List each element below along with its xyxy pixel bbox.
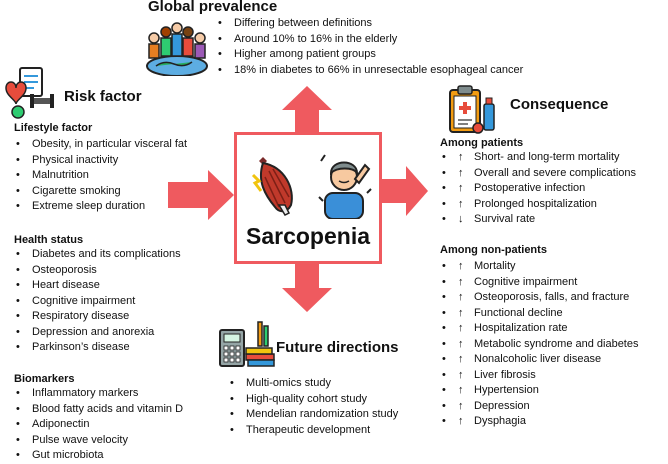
list-item: Osteoporosis [14,263,181,279]
arrow-up-from-center [282,86,332,132]
up-arrow-icon: ↑ [458,399,464,412]
up-arrow-icon: ↑ [458,275,464,288]
list-item: ↑Metabolic syndrome and diabetes [440,337,638,353]
up-arrow-icon: ↑ [458,322,464,334]
medical-clipboard-icon [449,85,495,134]
muscle-icon [251,157,293,216]
health-status-title: Health status [14,234,84,246]
future-directions-list: Multi-omics study High-quality cohort st… [228,376,398,438]
list-item: Depression and anorexia [14,325,181,341]
consequence-title: Consequence [510,96,609,113]
list-item: ↑Liver fibrosis [440,368,638,384]
list-item: Multi-omics study [228,376,398,392]
list-item: Diabetes and its complications [14,247,181,263]
up-arrow-icon: ↑ [458,368,464,381]
center-title: Sarcopenia [246,223,370,249]
up-arrow-icon: ↑ [458,415,464,427]
list-item: Malnutrition [14,168,187,184]
list-item: ↑Nonalcoholic liver disease [440,352,638,368]
list-item: Therapeutic development [228,423,398,439]
up-arrow-icon: ↑ [458,182,464,194]
list-item: ↑Short- and long-term mortality [440,150,636,166]
among-patients-title: Among patients [440,137,524,149]
list-item: Heart disease [14,278,181,294]
list-item: ↑Hospitalization rate [440,321,638,337]
list-item: Physical inactivity [14,153,187,169]
list-item: ↑Cognitive impairment [440,275,638,291]
list-item: ↑Depression [440,399,638,415]
global-prevalence-title: Global prevalence [148,0,278,15]
among-nonpatients-list: ↑Mortality ↑Cognitive impairment ↑Osteop… [440,259,638,430]
globe-people-icon [146,22,208,76]
list-item: Extreme sleep duration [14,199,187,215]
biomarkers-title: Biomarkers [14,373,75,385]
list-item: Around 10% to 16% in the elderly [216,32,523,48]
list-item: Adiponectin [14,417,183,433]
future-directions-title: Future directions [276,339,399,356]
up-arrow-icon: ↑ [458,337,464,350]
list-item: Mendelian randomization study [228,407,398,423]
list-item: High-quality cohort study [228,392,398,408]
list-item: Higher among patient groups [216,47,523,63]
among-nonpatients-title: Among non-patients [440,244,547,256]
list-item: Blood fatty acids and vitamin D [14,402,183,418]
list-item: 18% in diabetes to 66% in unresectable e… [216,63,523,79]
among-patients-list: ↑Short- and long-term mortality ↑Overall… [440,150,636,228]
health-risk-icon [5,67,54,119]
arrow-right-from-center [382,166,428,216]
list-item: Obesity, in particular visceral fat [14,137,187,153]
global-prevalence-list: Differing between definitions Around 10%… [216,16,523,78]
up-arrow-icon: ↑ [458,260,464,272]
list-item: ↑Osteoporosis, falls, and fracture [440,290,638,306]
list-item: ↑Hypertension [440,383,638,399]
health-status-list: Diabetes and its complications Osteoporo… [14,247,181,356]
list-item: Cigarette smoking [14,184,187,200]
list-item: Parkinson’s disease [14,340,181,356]
list-item: Inflammatory markers [14,386,183,402]
list-item: Gut microbiota [14,448,183,464]
biomarkers-list: Inflammatory markers Blood fatty acids a… [14,386,183,464]
arrow-down-from-center [282,264,332,312]
list-item: ↑Mortality [440,259,638,275]
up-arrow-icon: ↑ [458,306,464,319]
list-item: ↑Dysphagia [440,414,638,430]
up-arrow-icon: ↑ [458,151,464,163]
person-pain-icon [318,154,372,219]
list-item: Cognitive impairment [14,294,181,310]
up-arrow-icon: ↑ [458,197,464,210]
risk-factor-title: Risk factor [64,88,142,105]
list-item: ↑Postoperative infection [440,181,636,197]
center-box: Sarcopenia [234,132,382,264]
up-arrow-icon: ↑ [458,353,464,365]
books-calculator-icon [219,321,275,367]
up-arrow-icon: ↑ [458,291,464,303]
lifestyle-factor-list: Obesity, in particular visceral fat Phys… [14,137,187,215]
list-item: Pulse wave velocity [14,433,183,449]
list-item: ↑Overall and severe complications [440,166,636,182]
lifestyle-factor-title: Lifestyle factor [14,122,93,134]
down-arrow-icon: ↓ [458,213,464,225]
list-item: Differing between definitions [216,16,523,32]
list-item: ↑Functional decline [440,306,638,322]
up-arrow-icon: ↑ [458,166,464,179]
list-item: Respiratory disease [14,309,181,325]
up-arrow-icon: ↑ [458,384,464,396]
list-item: ↑Prolonged hospitalization [440,197,636,213]
list-item: ↓Survival rate [440,212,636,228]
